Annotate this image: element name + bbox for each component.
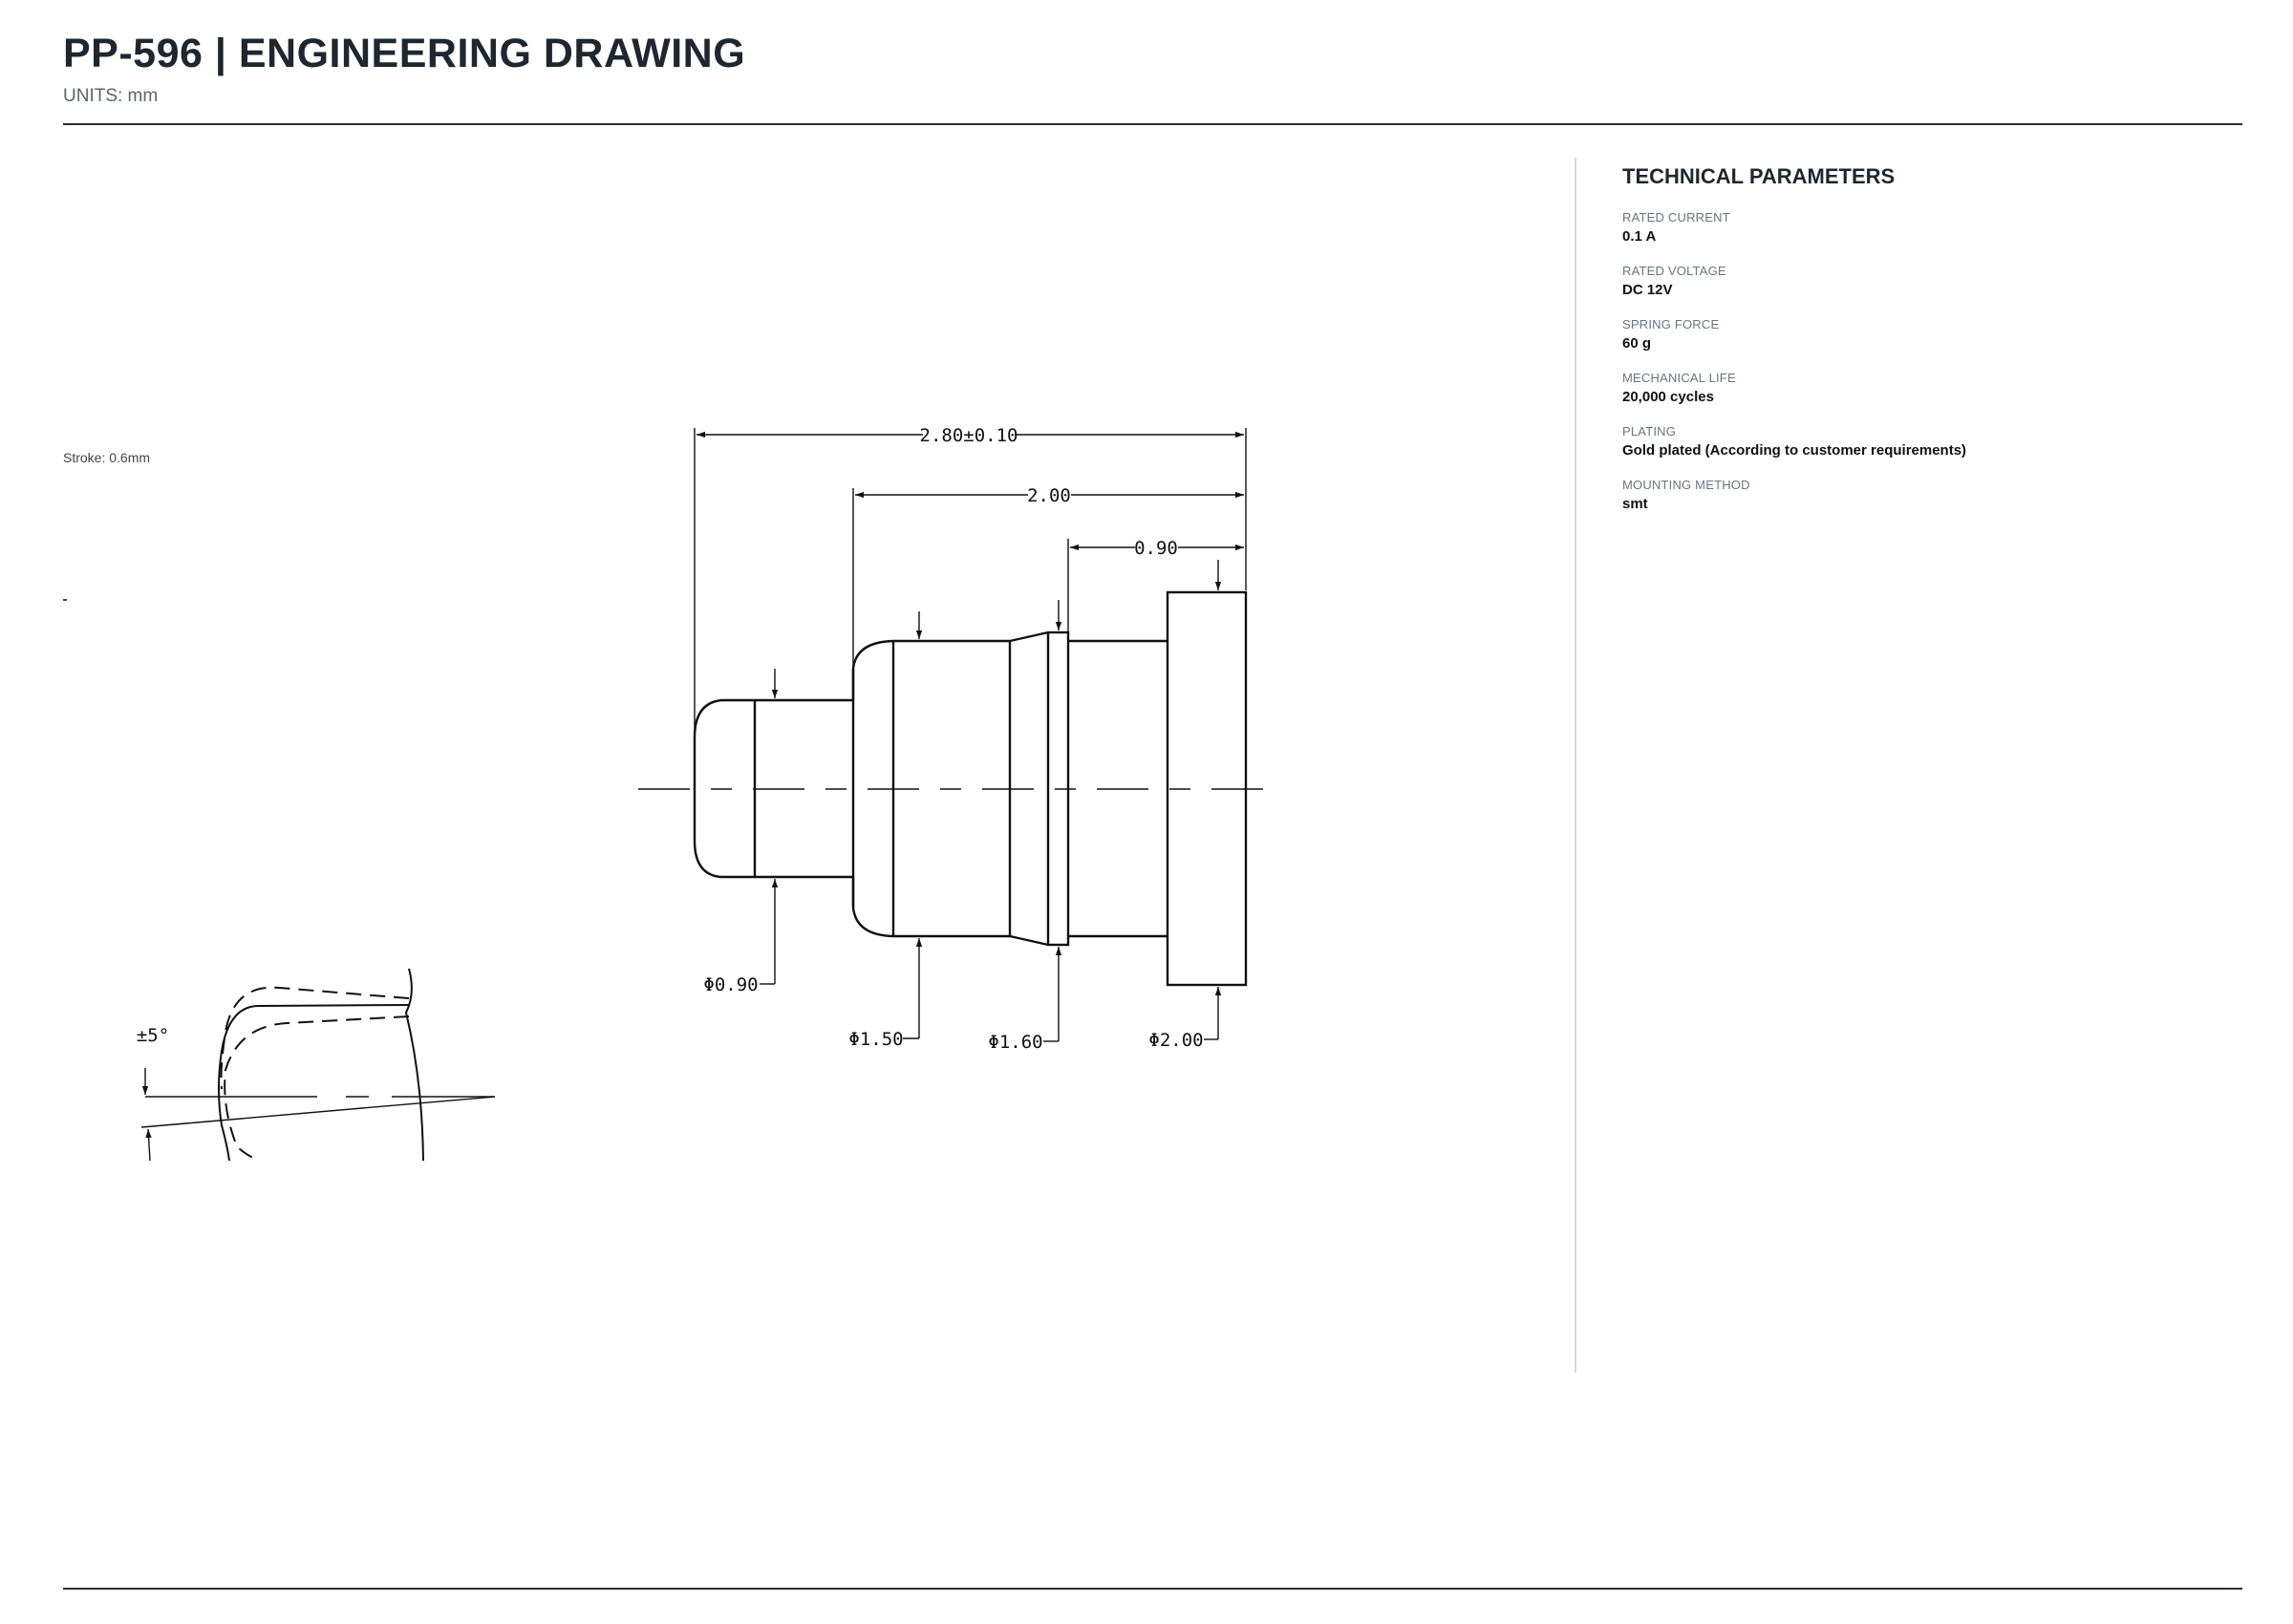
params-title: TECHNICAL PARAMETERS <box>1622 164 1896 188</box>
dim-length-2: 2.00 <box>1027 485 1071 506</box>
param-plating: PLATING Gold plated (According to custom… <box>1622 424 2234 459</box>
param-value: smt <box>1622 496 1648 512</box>
dim-dia-collar: Φ1.60 <box>988 1032 1042 1053</box>
tip-angle-detail <box>140 968 496 1162</box>
param-value: 20,000 cycles <box>1622 389 1714 405</box>
param-label: MOUNTING METHOD <box>1622 478 1750 492</box>
param-label: MECHANICAL LIFE <box>1622 371 1736 385</box>
length-dimensions <box>696 431 1244 551</box>
param-label: RATED CURRENT <box>1622 210 1730 224</box>
cropped-stroke-label: Stroke: 0.6mm <box>63 450 150 465</box>
bottom-rule <box>63 1588 2242 1590</box>
engineering-drawing: Stroke: 0.6mm <box>57 425 1282 1162</box>
param-mounting-method: MOUNTING METHOD smt <box>1622 478 2234 512</box>
header: PP-596 | ENGINEERING DRAWING UNITS: mm <box>63 29 2241 107</box>
param-spring-force: SPRING FORCE 60 g <box>1622 317 2234 352</box>
units-label: UNITS: mm <box>63 86 159 106</box>
param-value: DC 12V <box>1622 282 1673 298</box>
param-value: 60 g <box>1622 335 1652 352</box>
page-title: PP-596 | ENGINEERING DRAWING <box>63 31 746 76</box>
dim-dia-tip: Φ0.90 <box>703 974 758 995</box>
dim-overall-length: 2.80±0.10 <box>920 425 1018 446</box>
param-label: SPRING FORCE <box>1622 317 1720 331</box>
param-label: PLATING <box>1622 424 1677 438</box>
param-mechanical-life: MECHANICAL LIFE 20,000 cycles <box>1622 371 2234 405</box>
cropped-detail-text: Stroke: 0.6mm <box>57 450 172 601</box>
dim-length-3: 0.90 <box>1134 538 1178 559</box>
top-rule <box>63 123 2242 125</box>
technical-parameters-panel: TECHNICAL PARAMETERS RATED CURRENT 0.1 A… <box>1622 164 2234 531</box>
param-label: RATED VOLTAGE <box>1622 264 1726 278</box>
dim-angle: ±5° <box>137 1025 169 1046</box>
panel-divider <box>1575 158 1576 1373</box>
param-value: 0.1 A <box>1622 228 1657 245</box>
extension-lines <box>694 428 1247 755</box>
param-value: Gold plated (According to customer requi… <box>1622 442 1967 459</box>
param-rated-voltage: RATED VOLTAGE DC 12V <box>1622 264 2234 298</box>
dim-dia-body: Φ1.50 <box>848 1029 903 1050</box>
dim-dia-base: Φ2.00 <box>1148 1030 1203 1051</box>
diameter-leaders <box>760 560 1222 1042</box>
param-rated-current: RATED CURRENT 0.1 A <box>1622 210 2234 245</box>
